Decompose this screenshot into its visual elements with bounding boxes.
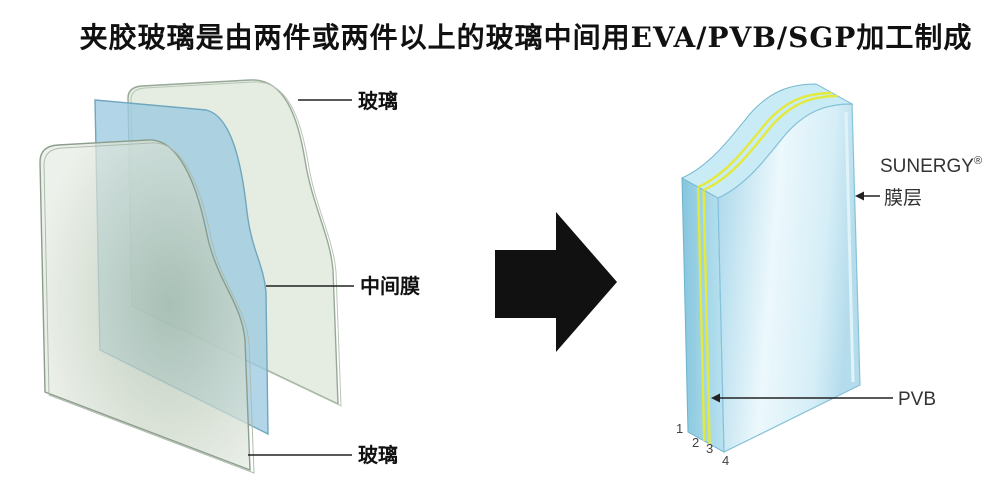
- arrow-right-icon: [495, 212, 617, 352]
- panel-front-face: [717, 103, 861, 453]
- left-labels: 玻璃 中间膜 玻璃: [248, 89, 420, 467]
- label-sunergy: SUNERGY®: [880, 155, 982, 177]
- label-pvb: PVB: [898, 389, 936, 410]
- pvb-side-line-back: [697, 186, 706, 442]
- registered-mark: ®: [974, 155, 982, 167]
- layer-number-3: 3: [706, 441, 713, 456]
- arrowhead-coating-icon: [855, 191, 864, 201]
- layer-number-1: 1: [676, 421, 683, 436]
- front-glass-edge: [43, 142, 255, 474]
- front-glass-panel: [39, 139, 251, 472]
- page-title: 夹胶玻璃是由两件或两件以上的玻璃中间用EVA/PVB/SGP加工制成: [79, 21, 973, 54]
- label-sunergy-text: SUNERGY: [880, 156, 974, 177]
- pvb-top-line-front: [703, 94, 838, 192]
- back-glass-edge: [130, 81, 342, 407]
- right-labels: SUNERGY® 膜层 PVB 1 2 3 4: [676, 155, 982, 468]
- layer-number-4: 4: [722, 453, 729, 468]
- laminated-panel-illustration: [680, 83, 861, 453]
- pvb-top-line-back: [697, 91, 833, 189]
- label-glass-top: 玻璃: [358, 89, 398, 113]
- label-glass-bottom: 玻璃: [358, 443, 398, 467]
- exploded-layers-illustration: [39, 79, 342, 474]
- layer-number-2: 2: [692, 435, 699, 450]
- label-coating: 膜层: [884, 187, 922, 209]
- pvb-side-line-front: [702, 189, 711, 445]
- arrowhead-pvb-icon: [711, 393, 720, 403]
- label-interlayer: 中间膜: [360, 274, 420, 298]
- panel-right-edge-highlight: [844, 111, 855, 383]
